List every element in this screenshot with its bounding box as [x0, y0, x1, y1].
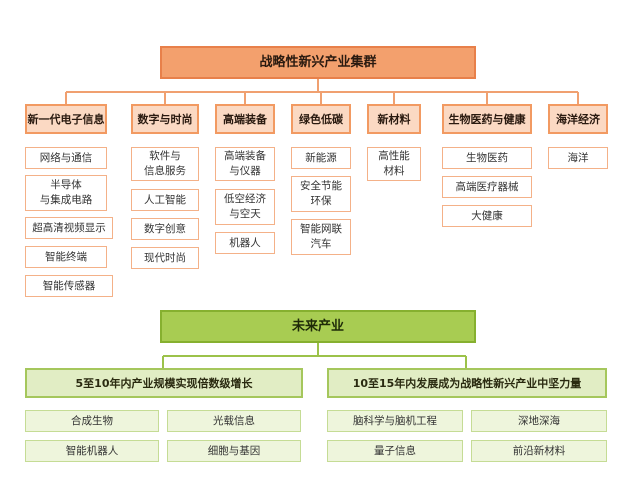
item-ai: 人工智能: [131, 189, 199, 211]
future-title: 未来产业: [160, 310, 476, 343]
item-software: 软件与 信息服务: [131, 147, 199, 181]
item-digital-creative: 数字创意: [131, 218, 199, 240]
item-low-altitude-text: 低空经济 与空天: [224, 193, 266, 220]
category-biomedicine-health: 生物医药与健康: [442, 104, 532, 134]
item-deep-earth-sea: 深地深海: [471, 410, 607, 432]
item-medical-devices: 高端医疗器械: [442, 176, 532, 198]
item-smart-terminal: 智能终端: [25, 246, 107, 268]
item-intelligent-robot: 智能机器人: [25, 440, 159, 462]
item-network-communication: 网络与通信: [25, 147, 107, 169]
item-cell-gene: 细胞与基因: [167, 440, 301, 462]
item-high-end-instruments: 高端装备 与仪器: [215, 147, 275, 181]
category-new-materials: 新材料: [367, 104, 421, 134]
item-marine: 海洋: [548, 147, 608, 169]
item-energy-saving-text: 安全节能 环保: [300, 180, 342, 207]
category-electronics: 新一代电子信息: [25, 104, 107, 134]
item-modern-fashion: 现代时尚: [131, 247, 199, 269]
item-software-text: 软件与 信息服务: [144, 150, 186, 177]
future-group-5-10-years: 5至10年内产业规模实现倍数级增长: [25, 368, 303, 398]
item-brain-science: 脑科学与脑机工程: [327, 410, 463, 432]
item-high-performance-materials: 高性能 材料: [367, 147, 421, 181]
item-connected-vehicle: 智能网联 汽车: [291, 219, 351, 255]
item-new-energy: 新能源: [291, 147, 351, 169]
item-uhd-video: 超高清视频显示: [25, 217, 113, 239]
item-high-performance-materials-text: 高性能 材料: [378, 150, 410, 177]
category-marine-economy: 海洋经济: [548, 104, 608, 134]
item-energy-saving: 安全节能 环保: [291, 176, 351, 212]
category-green-low-carbon: 绿色低碳: [291, 104, 351, 134]
item-high-end-instruments-text: 高端装备 与仪器: [224, 150, 266, 177]
item-robot: 机器人: [215, 232, 275, 254]
item-optical-information: 光载信息: [167, 410, 301, 432]
strategic-title: 战略性新兴产业集群: [160, 46, 476, 79]
item-semiconductor: 半导体 与集成电路: [25, 175, 107, 211]
future-group-10-15-years: 10至15年内发展成为战略性新兴产业中坚力量: [327, 368, 607, 398]
item-smart-sensor: 智能传感器: [25, 275, 113, 297]
item-quantum-information: 量子信息: [327, 440, 463, 462]
item-big-health: 大健康: [442, 205, 532, 227]
category-digital-fashion: 数字与时尚: [131, 104, 199, 134]
item-biomedicine: 生物医药: [442, 147, 532, 169]
item-connected-vehicle-text: 智能网联 汽车: [300, 223, 342, 250]
item-frontier-materials: 前沿新材料: [471, 440, 607, 462]
item-semiconductor-text: 半导体 与集成电路: [39, 179, 93, 206]
category-high-end-equipment: 高端装备: [215, 104, 275, 134]
item-low-altitude: 低空经济 与空天: [215, 189, 275, 225]
item-synthetic-biology: 合成生物: [25, 410, 159, 432]
